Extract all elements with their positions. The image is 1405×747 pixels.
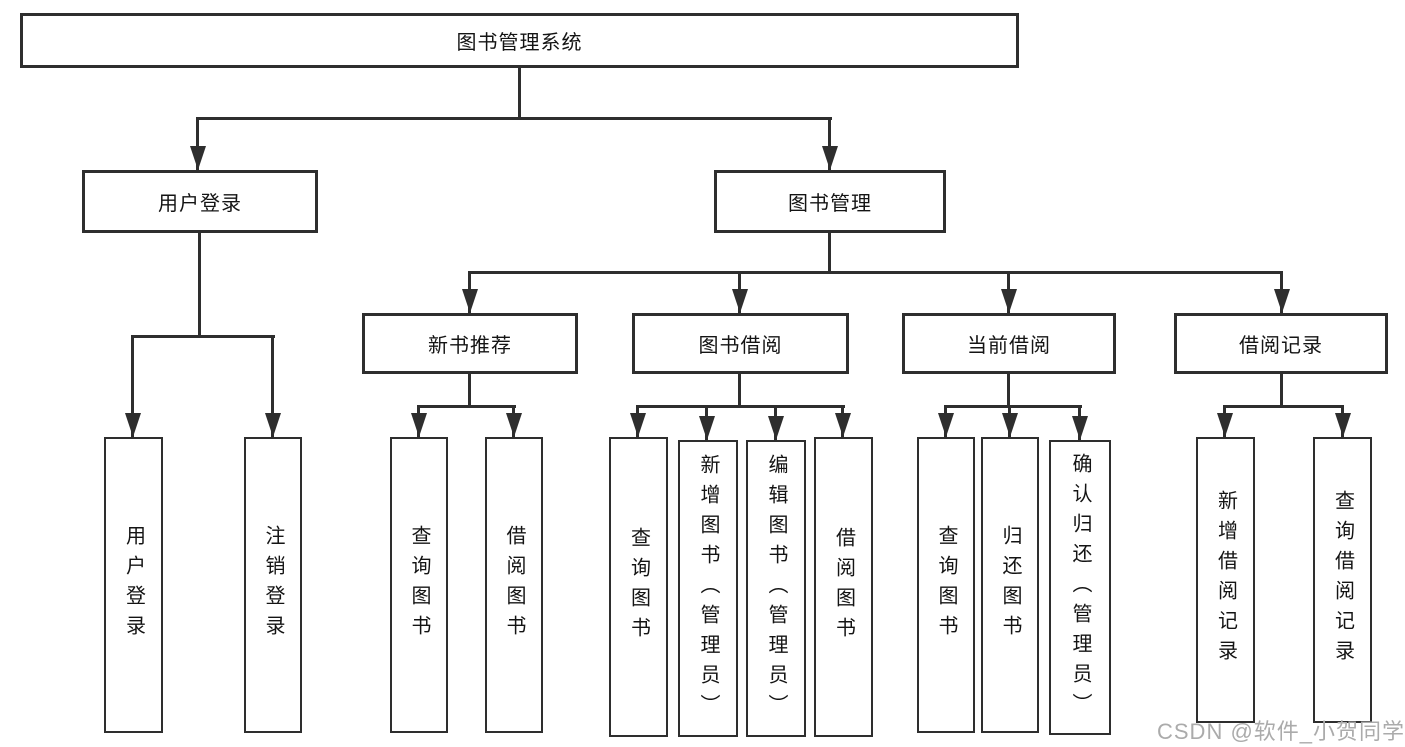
connector-line — [518, 68, 521, 118]
arrow-down-icon — [1335, 413, 1351, 437]
arrow-down-icon — [265, 413, 281, 437]
connector-line — [738, 373, 741, 408]
leaf-query-books-borrow: 查询图书 — [609, 437, 668, 737]
leaf-borrow-books-recommend: 借阅图书 — [485, 437, 543, 733]
connector-line — [1223, 405, 1344, 408]
node-label: 查询借阅记录 — [1331, 490, 1354, 670]
connector-line — [131, 335, 275, 338]
arrow-down-icon — [822, 146, 838, 170]
arrow-down-icon — [699, 416, 715, 440]
arrow-down-icon — [768, 416, 784, 440]
arrow-down-icon — [506, 413, 522, 437]
connector-line — [944, 405, 1082, 408]
arrow-down-icon — [1001, 289, 1017, 313]
arrow-down-icon — [1002, 413, 1018, 437]
connector-line — [131, 335, 134, 437]
arrow-down-icon — [1217, 413, 1233, 437]
csdn-watermark: CSDN @软件_小贺同学 — [1157, 719, 1405, 744]
leaf-add-books-admin: 新增图书（管理员） — [678, 440, 738, 737]
arrow-down-icon — [630, 413, 646, 437]
node-label: 新书推荐 — [428, 335, 512, 357]
node-label: 借阅图书 — [503, 525, 525, 645]
connector-line — [417, 405, 516, 408]
arrow-down-icon — [462, 289, 478, 313]
connector-line — [1280, 373, 1283, 408]
node-new-book-recommendation: 新书推荐 — [362, 313, 578, 374]
node-label: 借阅记录 — [1239, 335, 1323, 357]
leaf-add-borrow-record: 新增借阅记录 — [1196, 437, 1255, 723]
node-label: 归还图书 — [999, 525, 1021, 645]
node-label: 新增借阅记录 — [1214, 490, 1237, 670]
arrow-down-icon — [125, 413, 141, 437]
node-label: 查询图书 — [935, 525, 957, 645]
node-label: 当前借阅 — [967, 335, 1051, 357]
connector-line — [271, 335, 274, 437]
node-label: 查询图书 — [627, 527, 650, 647]
connector-line — [198, 233, 201, 338]
leaf-confirm-return-admin: 确认归还（管理员） — [1049, 440, 1111, 735]
node-library-management-system: 图书管理系统 — [20, 13, 1019, 68]
connector-line — [196, 117, 832, 120]
node-user-login: 用户登录 — [82, 170, 318, 233]
leaf-query-books-current: 查询图书 — [917, 437, 975, 733]
node-label: 图书管理 — [788, 193, 872, 215]
node-label: 新增图书（管理员） — [697, 453, 719, 724]
connector-line — [1007, 373, 1010, 408]
connector-line — [828, 233, 831, 274]
leaf-logout: 注销登录 — [244, 437, 302, 733]
arrow-down-icon — [835, 413, 851, 437]
node-current-borrowing: 当前借阅 — [902, 313, 1116, 374]
node-label: 查询图书 — [408, 525, 430, 645]
node-borrowing-records: 借阅记录 — [1174, 313, 1388, 374]
leaf-query-borrow-record: 查询借阅记录 — [1313, 437, 1372, 723]
node-label: 编辑图书（管理员） — [765, 453, 787, 724]
arrow-down-icon — [190, 146, 206, 170]
node-label: 用户登录 — [122, 525, 145, 645]
connector-line — [636, 405, 845, 408]
connector-line — [468, 271, 1283, 274]
leaf-user-login: 用户登录 — [104, 437, 163, 733]
node-label: 确认归还（管理员） — [1069, 452, 1091, 723]
node-label: 图书管理系统 — [456, 32, 583, 54]
arrow-down-icon — [732, 289, 748, 313]
arrow-down-icon — [938, 413, 954, 437]
arrow-down-icon — [1274, 289, 1290, 313]
connector-line — [828, 117, 831, 170]
arrow-down-icon — [411, 413, 427, 437]
node-label: 注销登录 — [262, 525, 284, 645]
leaf-return-books: 归还图书 — [981, 437, 1039, 733]
leaf-edit-books-admin: 编辑图书（管理员） — [746, 440, 806, 737]
node-label: 借阅图书 — [832, 527, 855, 647]
node-book-borrowing: 图书借阅 — [632, 313, 849, 374]
leaf-query-books-recommend: 查询图书 — [390, 437, 448, 733]
node-label: 用户登录 — [158, 193, 242, 215]
leaf-borrow-books: 借阅图书 — [814, 437, 873, 737]
arrow-down-icon — [1072, 416, 1088, 440]
node-label: 图书借阅 — [698, 335, 783, 357]
connector-line — [196, 117, 199, 170]
node-book-management: 图书管理 — [714, 170, 946, 233]
connector-line — [468, 373, 471, 408]
